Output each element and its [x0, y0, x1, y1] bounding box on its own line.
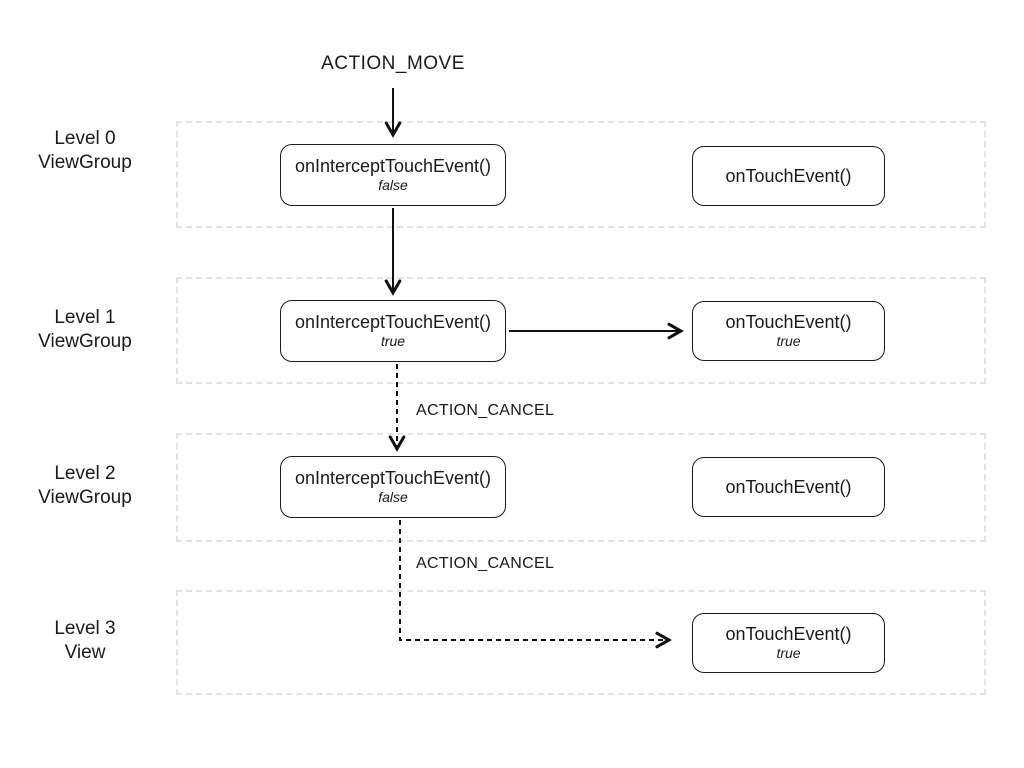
level-2-kind: ViewGroup	[38, 487, 132, 508]
level-3-touch-box: onTouchEvent() true	[692, 613, 885, 673]
level-1-intercept-result: true	[380, 333, 406, 349]
level-2-touch-label: onTouchEvent()	[725, 476, 852, 497]
level-1-touch-box: onTouchEvent() true	[692, 301, 885, 361]
level-0-kind: ViewGroup	[38, 152, 132, 173]
level-0-touch-box: onTouchEvent()	[692, 146, 885, 206]
level-0-intercept-box: onInterceptTouchEvent() false	[280, 144, 506, 206]
level-2-label: Level 2 ViewGroup	[10, 462, 160, 510]
diagram-title: ACTION_MOVE	[321, 53, 465, 74]
level-3-label: Level 3 View	[10, 617, 160, 665]
level-0-name: Level 0	[54, 128, 116, 149]
cancel-arrow-label-1: ACTION_CANCEL	[416, 402, 555, 419]
level-1-touch-result: true	[776, 333, 801, 349]
level-3-kind: View	[64, 642, 106, 663]
cancel-arrow-label-2: ACTION_CANCEL	[416, 555, 555, 572]
level-3-name: Level 3	[54, 618, 116, 639]
level-2-touch-box: onTouchEvent()	[692, 457, 885, 517]
level-1-name: Level 1	[54, 307, 116, 328]
level-2-intercept-box: onInterceptTouchEvent() false	[280, 456, 506, 518]
level-0-intercept-result: false	[378, 177, 408, 193]
level-3-touch-label: onTouchEvent()	[725, 624, 852, 644]
level-1-kind: ViewGroup	[38, 331, 132, 352]
level-1-touch-label: onTouchEvent()	[725, 312, 852, 332]
level-3-touch-result: true	[776, 645, 801, 661]
level-0-label: Level 0 ViewGroup	[10, 127, 160, 175]
level-1-intercept-box: onInterceptTouchEvent() true	[280, 300, 506, 362]
level-2-name: Level 2	[54, 463, 116, 484]
level-0-intercept-label: onInterceptTouchEvent()	[294, 156, 492, 176]
level-2-intercept-result: false	[378, 489, 408, 505]
level-0-touch-label: onTouchEvent()	[725, 165, 852, 186]
level-1-intercept-label: onInterceptTouchEvent()	[294, 312, 492, 332]
level-2-intercept-label: onInterceptTouchEvent()	[294, 468, 492, 488]
level-1-label: Level 1 ViewGroup	[10, 306, 160, 354]
